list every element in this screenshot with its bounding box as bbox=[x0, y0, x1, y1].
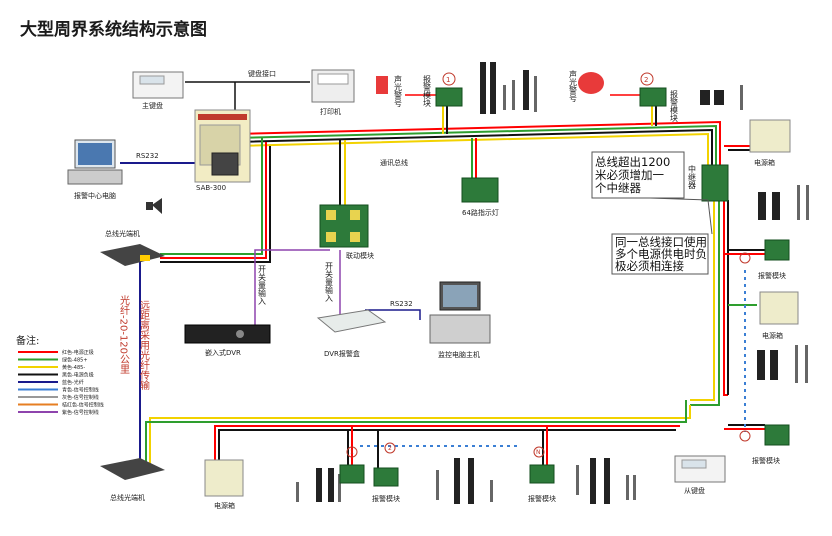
alarm-module-right-2-label: 报警模块 bbox=[752, 456, 780, 465]
printer: 打印机 bbox=[311, 69, 355, 116]
fiber-transceiver-bottom: 总线光端机 bbox=[100, 458, 165, 502]
legend-label: 黑色-电源负极 bbox=[62, 372, 94, 379]
power-box-right-mid: 电源箱 bbox=[759, 291, 799, 340]
bottom-sensors-1 bbox=[296, 468, 341, 502]
right-sensors-top bbox=[758, 185, 809, 220]
alarm-module-bottom-2: 2 报警模块 bbox=[372, 442, 400, 503]
monitor-host-label: 监控电脑主机 bbox=[438, 350, 480, 359]
power-box-label-1: 电源箱 bbox=[754, 158, 775, 167]
right-sensors-bottom bbox=[757, 345, 808, 383]
rs232-label-left: RS232 bbox=[136, 152, 159, 160]
legend-label: 绿色-485+ bbox=[62, 357, 88, 364]
power-box-bottom: 电源箱 bbox=[204, 459, 244, 510]
page-title: 大型周界系统结构示意图 bbox=[20, 19, 207, 40]
legend-rows: 红色-电源正极绿色-485+黄色-485-黑色-电源负极蓝色-光纤青色-信号控制… bbox=[18, 349, 104, 416]
note-2-line-3: 极必须相连接 bbox=[615, 259, 684, 273]
badge-b1-text: 1 bbox=[350, 449, 354, 456]
sab-300-controller: SAB-300 bbox=[194, 109, 251, 192]
dvr-alarm-box: DVR报警盒 bbox=[316, 309, 387, 358]
alarm-module-bottom-n: N 报警模块 bbox=[528, 446, 556, 503]
legend-label: 黄色-485- bbox=[62, 364, 85, 371]
badge-1-text: 1 bbox=[446, 76, 450, 84]
rs232-label-right: RS232 bbox=[390, 300, 413, 308]
legend-title: 备注: bbox=[16, 334, 39, 347]
indicator-64: 64路指示灯 bbox=[461, 177, 499, 217]
legend-label: 紫色-信号控制线 bbox=[62, 409, 99, 416]
badge-b2-text: 2 bbox=[388, 445, 392, 452]
badge-2-text: 2 bbox=[644, 76, 648, 84]
alarm-module-right-2: 报警模块 bbox=[739, 424, 790, 465]
bottom-sensors-2 bbox=[436, 458, 493, 504]
legend-label: 蓝色-光纤 bbox=[62, 379, 84, 386]
alarm-module-bottom-1: 1 bbox=[339, 446, 365, 484]
alarm-module-bottom-2-label: 报警模块 bbox=[372, 494, 400, 503]
siren-label-2: 声光警号 bbox=[569, 69, 578, 103]
badge-2 bbox=[640, 72, 654, 86]
embedded-dvr-label: 嵌入式DVR bbox=[205, 348, 241, 357]
alarm-module-label-1: 报警模块 bbox=[423, 74, 432, 108]
legend-label: 红色-电源正极 bbox=[62, 349, 94, 356]
top-alarm-section-2: 声光警号 2 报警模块 bbox=[569, 69, 743, 123]
fiber-annotation: 光纤-20-120公里 远距离采用光纤传输 bbox=[118, 294, 150, 391]
fiber-transceiver-top: 总线光端机 bbox=[100, 229, 165, 266]
embedded-dvr: 嵌入式DVR bbox=[184, 324, 271, 357]
badge-1 bbox=[442, 72, 456, 86]
note-box-2: 同一总线接口使用 多个电源供电时负 极必须相连接 bbox=[611, 233, 709, 275]
siren-label-1: 声光警号 bbox=[394, 74, 403, 108]
alarm-center-pc-label: 报警中心电脑 bbox=[74, 191, 116, 200]
alarm-module-label-2: 报警模块 bbox=[670, 89, 679, 123]
repeater-label: 中继器 bbox=[688, 164, 697, 190]
main-keyboard: 主键盘 bbox=[132, 71, 184, 110]
comm-bus-label: 通讯总线 bbox=[380, 158, 408, 167]
legend-label: 桔红色-信号控制线 bbox=[62, 402, 104, 409]
note-2-line-1: 同一总线接口使用 bbox=[615, 235, 707, 249]
note-2-line-2: 多个电源供电时负 bbox=[615, 247, 707, 261]
fiber-bottom-label: 总线光端机 bbox=[110, 493, 145, 502]
repeater: 中继器 bbox=[688, 164, 729, 202]
switch-input-right: 开关量输入 bbox=[325, 262, 334, 302]
legend-label: 灰色-信号控制线 bbox=[62, 394, 99, 401]
linkage-module: 联动模块 bbox=[319, 204, 374, 260]
sab-300-label: SAB-300 bbox=[196, 184, 226, 192]
power-box-label-3: 电源箱 bbox=[214, 501, 235, 510]
alarm-module-right-1: 报警模块 bbox=[739, 239, 790, 280]
note-1-line-1: 总线超出1200 bbox=[595, 155, 670, 169]
badge-n-text: N bbox=[536, 449, 541, 456]
fiber-top-label: 总线光端机 bbox=[105, 229, 140, 238]
bottom-sensors-3 bbox=[576, 458, 636, 504]
power-box-right-top: 电源箱 bbox=[749, 119, 791, 167]
note-1-line-2: 米必须增加一 bbox=[595, 168, 664, 182]
alarm-module-bottom-n-label: 报警模块 bbox=[528, 494, 556, 503]
alarm-module-right-1-label: 报警模块 bbox=[758, 271, 786, 280]
linkage-module-label: 联动模块 bbox=[346, 251, 374, 260]
printer-label: 打印机 bbox=[320, 107, 341, 116]
fiber-annotation-2: 远距离采用光纤传输 bbox=[138, 300, 150, 391]
indicator-64-label: 64路指示灯 bbox=[462, 208, 499, 217]
note-1-line-3: 个中继器 bbox=[595, 181, 641, 195]
switch-input-left: 开关量输入 bbox=[258, 265, 267, 305]
speaker-icon bbox=[146, 198, 162, 214]
slave-keyboard: 从键盘 bbox=[674, 455, 726, 495]
power-box-label-2: 电源箱 bbox=[762, 331, 783, 340]
legend: 备注: 红色-电源正极绿色-485+黄色-485-黑色-电源负极蓝色-光纤青色-… bbox=[16, 334, 104, 416]
alarm-center-pc: 报警中心电脑 bbox=[67, 139, 123, 200]
monitor-host: 监控电脑主机 bbox=[429, 281, 491, 359]
note-box-1: 总线超出1200 米必须增加一 个中继器 bbox=[591, 151, 685, 199]
slave-keyboard-label: 从键盘 bbox=[684, 486, 705, 495]
main-keyboard-label: 主键盘 bbox=[142, 101, 163, 110]
fiber-annotation-1: 光纤-20-120公里 bbox=[118, 294, 130, 374]
top-alarm-section-1: 声光警号 报警模块 1 bbox=[376, 62, 537, 114]
dvr-alarm-box-label: DVR报警盒 bbox=[324, 349, 360, 358]
keyboard-interface-label: 键盘接口 bbox=[248, 69, 276, 78]
legend-label: 青色-信号控制线 bbox=[62, 387, 99, 394]
